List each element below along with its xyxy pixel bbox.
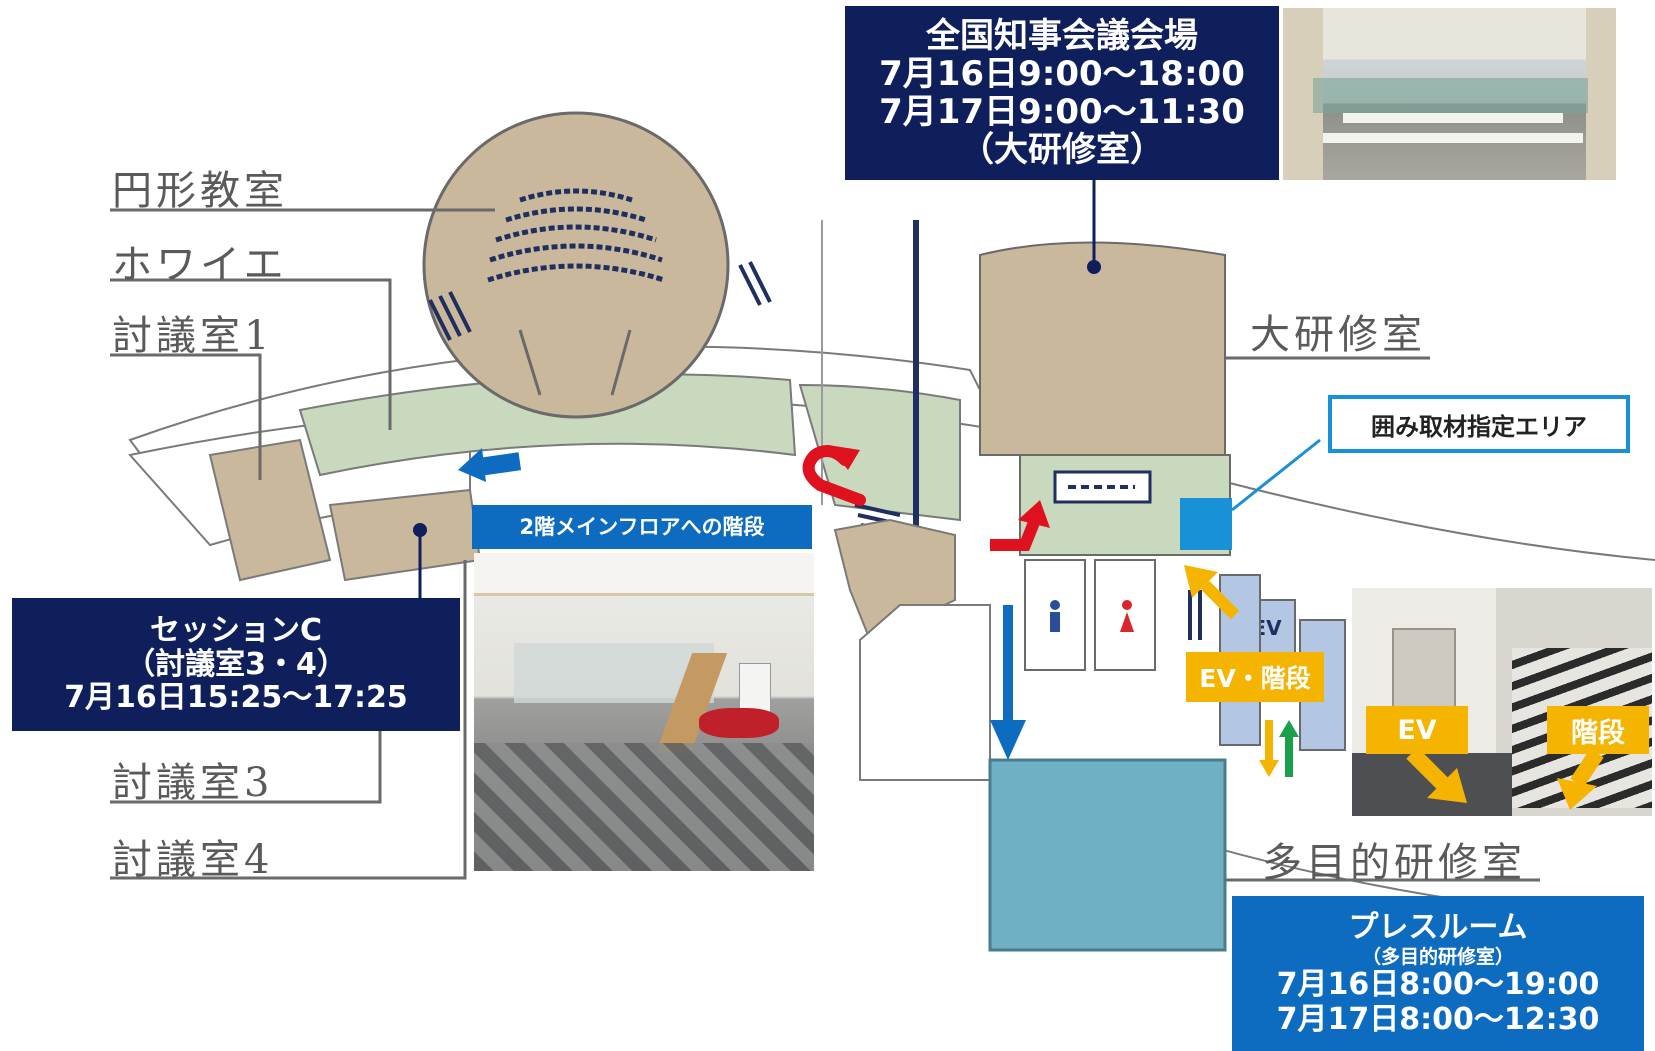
green-up-arrow [1279,720,1299,777]
label-discussion-1: 討議室1 [112,313,274,359]
yellow-down-arrow [1259,720,1279,777]
male-icon [1050,600,1060,632]
restroom-female [1094,559,1156,671]
label-large-training-room: 大研修室 [1250,312,1426,358]
venue-title: 全国知事会議会場 [926,15,1198,56]
venue-photo [1283,8,1616,180]
interview-area-label: 囲み取材指定エリア [1328,395,1630,453]
ev-stairs-photo-arrows [1406,747,1604,810]
venue-info-box: 全国知事会議会場 7月16日9:00〜18:00 7月17日9:00〜11:30… [845,6,1279,180]
press-room-box: プレスルーム （多目的研修室） 7月16日8:00〜19:00 7月17日8:0… [1232,896,1644,1051]
label-leader-lines [110,208,1540,882]
female-icon [1120,600,1134,632]
stairs-label: 階段 [1547,706,1649,754]
press-date-1: 7月16日8:00〜19:00 [1276,967,1600,1003]
press-room-area [988,758,1227,952]
label-discussion-3: 討議室3 [112,760,274,806]
venue-date-1: 7月16日9:00〜18:00 [879,53,1245,94]
interview-area-marker [1180,498,1232,550]
session-time: 7月16日15:25〜17:25 [64,680,408,716]
circle-classroom-shape [422,111,730,419]
session-rooms: （討議室3・4） [125,646,347,682]
ev-stairs [1188,590,1202,640]
discussion-room-blocks-2 [328,488,482,582]
side-stairs [428,261,772,341]
session-c-box: セッションC （討議室3・4） 7月16日15:25〜17:25 [12,598,460,731]
blue-arrow-down [990,605,1026,760]
label-multipurpose-room: 多目的研修室 [1262,840,1526,886]
stairs-caption: 2階メインフロアへの階段 [472,505,812,549]
yellow-arrow-ev [1184,565,1240,620]
blue-arrow-left [458,448,522,482]
discussion-room-blocks [208,438,332,582]
red-turn-arrow [990,500,1050,551]
ev-label: EV [1366,706,1468,754]
large-training-room [979,241,1226,466]
press-subtitle: （多目的研修室） [1361,945,1514,968]
right-curve-line [1179,469,1655,561]
label-foyer: ホワイエ [112,242,288,288]
circle-classroom-entrances [518,329,632,396]
venue-date-2: 7月17日9:00〜11:30 [879,92,1245,132]
interview-area-text: 囲み取材指定エリア [1371,412,1587,441]
session-title: セッションC [149,613,323,649]
venue-room: （大研修室） [960,130,1164,171]
label-circle-classroom: 円形教室 [112,168,288,214]
label-discussion-4: 討議室4 [112,837,274,883]
white-core [859,604,991,781]
foyer-floor [298,373,797,477]
ev-stairs-label: EV・階段 [1186,652,1324,702]
press-date-2: 7月17日8:00〜12:30 [1276,1001,1600,1037]
stairs-photo [474,553,814,871]
press-title: プレスルーム [1348,909,1528,945]
circle-classroom-seats [487,188,665,283]
